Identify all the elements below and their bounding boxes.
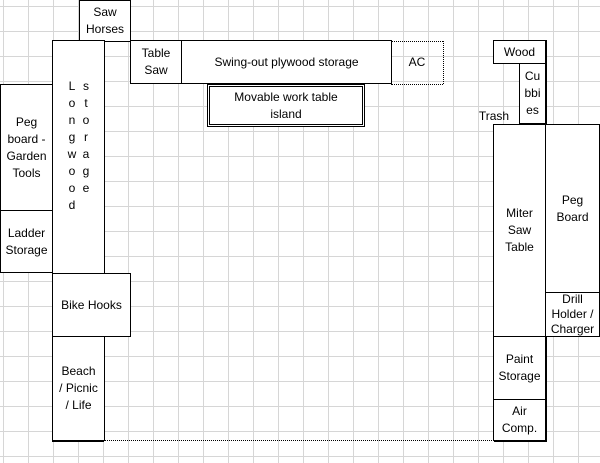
paint-storage: Paint Storage <box>493 336 546 400</box>
wood: Wood <box>493 40 546 64</box>
miter-saw-table: Miter Saw Table <box>493 124 546 337</box>
st-s: s <box>83 79 89 93</box>
bottom-right-wall <box>494 440 547 442</box>
st-r: r <box>84 130 88 144</box>
bike-hooks-label: Bike Hooks <box>61 297 122 312</box>
peg-board-label: Peg Board <box>556 192 589 224</box>
pegboard-garden-tools-label: Peg board - Garden Tools <box>6 114 47 180</box>
air-comp-label: Air Comp. <box>501 404 538 435</box>
lw-d: d <box>68 198 76 212</box>
lw-w: w <box>67 147 77 161</box>
long-wood-letters: L o n g w o o d <box>66 78 78 214</box>
beach-picnic-life: Beach / Picnic / Life <box>52 336 105 441</box>
lw-g: g <box>68 130 76 144</box>
ac-opening-side <box>443 41 444 84</box>
air-compressor: Air Comp. <box>493 399 546 441</box>
ladder-storage: Ladder Storage <box>0 210 53 273</box>
saw-horses-label: Saw Horses <box>85 5 124 36</box>
ac-opening-top <box>391 41 443 42</box>
pegboard-garden-tools: Peg board - Garden Tools <box>0 84 53 211</box>
beach-label: Beach / Picnic / Life <box>59 364 98 412</box>
st-e: e <box>82 181 90 195</box>
lw-o1: o <box>68 96 76 110</box>
drill-holder-label: Drill Holder / Charger <box>550 292 595 336</box>
drill-holder-charger: Drill Holder / Charger <box>545 292 600 337</box>
lw-o2: o <box>68 164 76 178</box>
table-saw-label: Table Saw <box>141 46 171 77</box>
lw-n: n <box>68 113 76 127</box>
storage-letters: s t o r a g e <box>80 78 92 197</box>
garage-door <box>104 440 494 441</box>
st-a: a <box>82 147 90 161</box>
trash-label: Trash <box>478 109 510 123</box>
st-g: g <box>82 164 90 178</box>
bike-hooks: Bike Hooks <box>52 273 131 337</box>
lw-o3: o <box>68 181 76 195</box>
bottom-left-wall <box>52 440 104 442</box>
cubbies-part-1: Cu <box>524 69 541 83</box>
ladder-storage-label: Ladder Storage <box>5 225 48 257</box>
ac-opening-bottom <box>391 84 443 85</box>
swing-out-plywood-storage: Swing-out plywood storage <box>181 40 392 84</box>
cubbies-part-2: bbi <box>524 86 541 100</box>
plywood-storage-label: Swing-out plywood storage <box>214 54 359 69</box>
peg-board: Peg Board <box>545 124 600 293</box>
table-saw: Table Saw <box>130 40 182 84</box>
work-table-label: Movable work table island <box>234 89 338 121</box>
wood-label: Wood <box>503 44 536 59</box>
saw-horses: Saw Horses <box>79 0 131 42</box>
lw-l: L <box>68 79 76 93</box>
miter-saw-label: Miter Saw Table <box>505 206 534 254</box>
st-t: t <box>84 96 88 110</box>
cubbies <box>519 63 546 124</box>
long-wood-storage <box>52 40 105 274</box>
ac-label: AC <box>408 55 426 69</box>
cubbies-label: Cu bbi es <box>519 68 546 119</box>
movable-work-table-island: Movable work table island <box>207 84 365 127</box>
paint-storage-label: Paint Storage <box>498 352 541 383</box>
st-o: o <box>82 113 90 127</box>
cubbies-part-3: es <box>526 103 539 117</box>
